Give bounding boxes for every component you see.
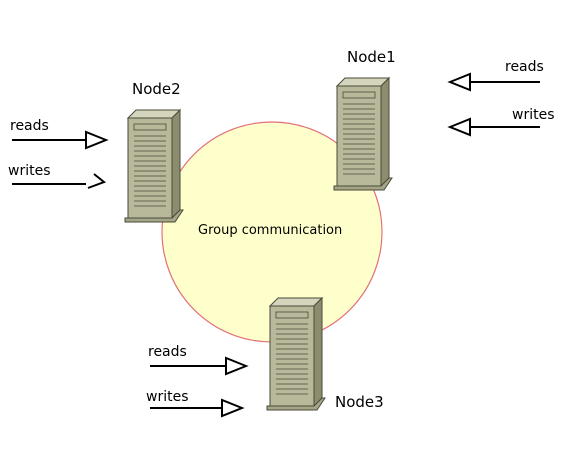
node3-writes-arrow bbox=[150, 398, 245, 418]
node3-writes-label: writes bbox=[146, 389, 189, 405]
node2-reads-label: reads bbox=[10, 118, 49, 134]
node3-reads-label: reads bbox=[148, 344, 187, 360]
node3-label: Node3 bbox=[335, 393, 384, 411]
node1-server-icon bbox=[333, 77, 393, 191]
node2-label: Node2 bbox=[132, 80, 181, 98]
node1: Node1 reads writes bbox=[333, 48, 555, 191]
node1-reads-arrow bbox=[447, 72, 540, 92]
node2-server-icon bbox=[124, 109, 184, 223]
node3: Node3 reads writes bbox=[146, 297, 384, 418]
node3-reads-arrow bbox=[150, 356, 249, 376]
node2: Node2 reads writes bbox=[8, 80, 184, 223]
node1-reads-label: reads bbox=[505, 59, 544, 75]
group-communication: Group communication bbox=[161, 121, 383, 343]
node2-writes-label: writes bbox=[8, 163, 51, 179]
node1-label: Node1 bbox=[347, 48, 396, 66]
node2-reads-arrow bbox=[12, 130, 109, 150]
group-communication-label: Group communication bbox=[198, 223, 342, 238]
node3-server-icon bbox=[266, 297, 326, 411]
node1-writes-arrow bbox=[447, 117, 540, 137]
node2-writes-arrow bbox=[12, 173, 106, 189]
node1-writes-label: writes bbox=[512, 107, 555, 123]
